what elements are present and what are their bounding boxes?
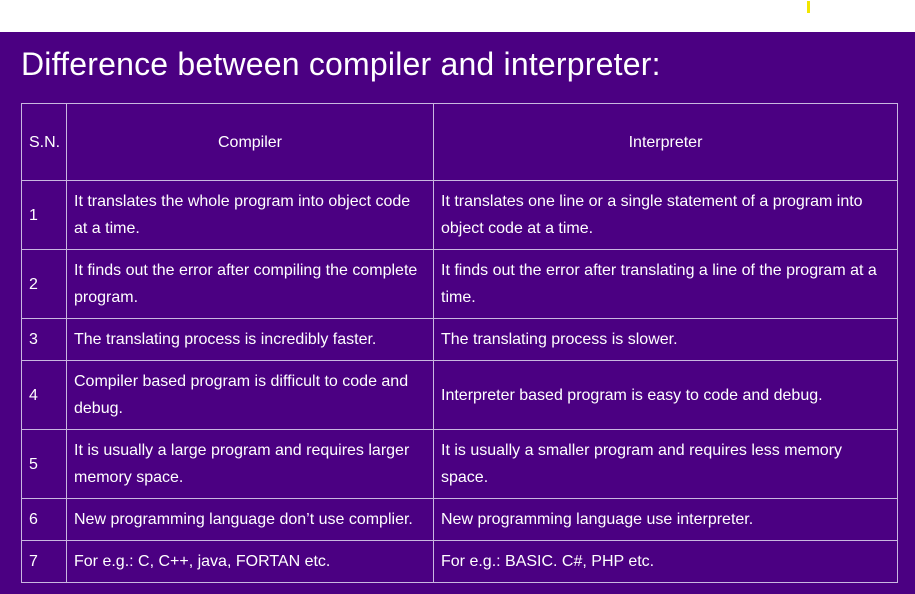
cell-compiler: Compiler based program is difficult to c…: [66, 360, 434, 430]
cell-compiler: It is usually a large program and requir…: [66, 429, 434, 499]
cell-sn: 7: [21, 540, 67, 583]
table-row: 3 The translating process is incredibly …: [21, 318, 898, 361]
top-white-strip: [0, 0, 915, 32]
cell-compiler: For e.g.: C, C++, java, FORTAN etc.: [66, 540, 434, 583]
content-area: Difference between compiler and interpre…: [0, 32, 915, 594]
cell-sn: 6: [21, 498, 67, 541]
cell-interpreter: For e.g.: BASIC. C#, PHP etc.: [433, 540, 898, 583]
cell-compiler: It translates the whole program into obj…: [66, 180, 434, 250]
cell-sn: 2: [21, 249, 67, 319]
cell-interpreter: It finds out the error after translating…: [433, 249, 898, 319]
cell-interpreter: Interpreter based program is easy to cod…: [433, 360, 898, 430]
cell-interpreter: New programming language use interpreter…: [433, 498, 898, 541]
table-row: 4 Compiler based program is difficult to…: [21, 360, 898, 430]
cell-sn: 1: [21, 180, 67, 250]
comparison-table: S.N. Compiler Interpreter 1 It translate…: [21, 103, 898, 583]
cell-compiler: The translating process is incredibly fa…: [66, 318, 434, 361]
header-sn: S.N.: [21, 103, 67, 181]
header-interpreter: Interpreter: [433, 103, 898, 181]
cell-compiler: New programming language don’t use compl…: [66, 498, 434, 541]
table-row: 6 New programming language don’t use com…: [21, 498, 898, 541]
cell-interpreter: It translates one line or a single state…: [433, 180, 898, 250]
cell-interpreter: The translating process is slower.: [433, 318, 898, 361]
cell-sn: 5: [21, 429, 67, 499]
table-row: 7 For e.g.: C, C++, java, FORTAN etc. Fo…: [21, 540, 898, 583]
table-row: 5 It is usually a large program and requ…: [21, 429, 898, 499]
page-heading: Difference between compiler and interpre…: [21, 46, 661, 82]
yellow-marker: [807, 1, 810, 13]
header-compiler: Compiler: [66, 103, 434, 181]
cell-sn: 4: [21, 360, 67, 430]
table-row: 1 It translates the whole program into o…: [21, 180, 898, 250]
cell-sn: 3: [21, 318, 67, 361]
cell-compiler: It finds out the error after compiling t…: [66, 249, 434, 319]
table-header-row: S.N. Compiler Interpreter: [21, 103, 898, 181]
table-row: 2 It finds out the error after compiling…: [21, 249, 898, 319]
cell-interpreter: It is usually a smaller program and requ…: [433, 429, 898, 499]
